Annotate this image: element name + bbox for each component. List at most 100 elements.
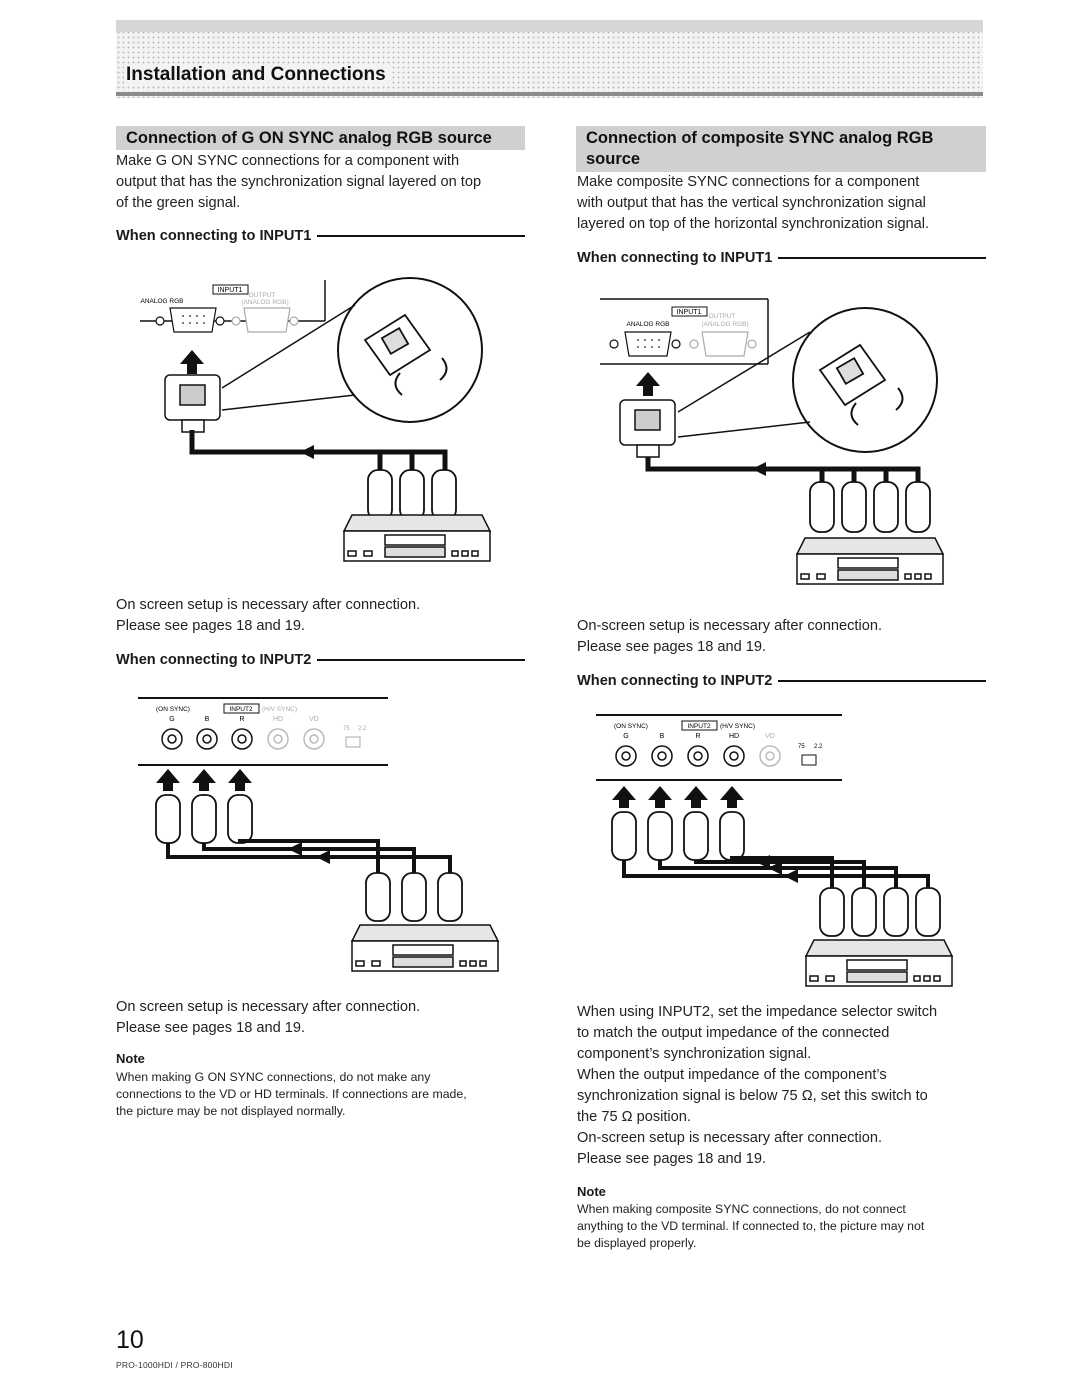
b-label: B: [205, 716, 210, 723]
left-input1-after: On screen setup is necessary after conne…: [116, 595, 420, 637]
input2-tag-text: INPUT2: [687, 723, 711, 730]
left-arrow-icon: [752, 462, 766, 476]
up-arrow-icon: [636, 372, 660, 396]
right-input1-after-line: Please see pages 18 and 19.: [577, 639, 767, 655]
left-input1-after-line: Please see pages 18 and 19.: [116, 618, 306, 634]
right-intro-line: with output that has the vertical synchr…: [577, 195, 926, 211]
right-input2-after-line: to match the output impedance of the con…: [577, 1025, 890, 1041]
left-note: When making G ON SYNC connections, do no…: [116, 1069, 467, 1120]
vd-label: VD: [765, 733, 775, 740]
right-input2-after-line: Please see pages 18 and 19.: [577, 1151, 767, 1167]
hv-sync-label: (H/V SYNC): [262, 706, 297, 713]
left-intro-line: of the green signal.: [116, 195, 241, 211]
vga-plug-icon: [619, 399, 676, 458]
impedance-switch: [345, 736, 361, 748]
left-arrow-icon: [300, 445, 314, 459]
left-input1-diagram: INPUT1 OUTPUT ANALOG RGB (ANALOG RGB): [140, 277, 492, 562]
left-note-line: When making G ON SYNC connections, do no…: [116, 1070, 431, 1084]
right-input2-diagram: (ON SYNC) INPUT2 (H/V SYNC) G B R HD VD …: [596, 714, 954, 987]
ohm75-label: 75: [343, 726, 350, 732]
input2-tag-text: INPUT2: [229, 706, 253, 713]
right-input1-after: On-screen setup is necessary after conne…: [577, 616, 882, 658]
source-device-icon: [804, 939, 954, 987]
source-device-icon: [342, 514, 492, 562]
right-intro-line: layered on top of the horizontal synchro…: [577, 216, 930, 232]
ohm22-label: 2.2: [358, 726, 367, 732]
right-note-line: When making composite SYNC connections, …: [577, 1202, 906, 1216]
subhead-rule: [317, 659, 525, 661]
right-note-title: Note: [577, 1184, 606, 1199]
right-input2-after-line: When using INPUT2, set the impedance sel…: [577, 1004, 938, 1020]
left-note-line: the picture may be not displayed normall…: [116, 1104, 346, 1118]
ohm22-label: 2.2: [814, 744, 823, 750]
subhead-rule: [778, 680, 986, 682]
left-input2-diagram: (ON SYNC) INPUT2 (H/V SYNC) G B R HD VD …: [138, 697, 500, 972]
right-input2-after-line: On-screen setup is necessary after conne…: [577, 1130, 883, 1146]
subhead-rule: [778, 257, 986, 259]
left-intro: Make G ON SYNC connections for a compone…: [116, 151, 481, 214]
left-input2-subhead: When connecting to INPUT2: [116, 652, 525, 668]
left-note-title: Note: [116, 1051, 145, 1066]
output-label: OUTPUT: [709, 313, 736, 320]
model-footer: PRO-1000HDI / PRO-800HDI: [116, 1360, 233, 1370]
r-label: R: [239, 716, 244, 723]
hv-sync-label: (H/V SYNC): [720, 723, 755, 730]
analog-rgb-label: ANALOG RGB: [627, 321, 670, 328]
right-input1-subhead: When connecting to INPUT1: [577, 250, 986, 266]
right-note-line: anything to the VD terminal. If connecte…: [577, 1219, 925, 1233]
right-input1-after-line: On-screen setup is necessary after conne…: [577, 618, 883, 634]
left-input2-after-line: On screen setup is necessary after conne…: [116, 999, 421, 1015]
right-input2-after-line: When the output impedance of the compone…: [577, 1067, 887, 1083]
right-intro-line: Make composite SYNC connections for a co…: [577, 174, 920, 190]
left-input2-after: On screen setup is necessary after conne…: [116, 997, 420, 1039]
right-input2-after-line: the 75 Ω position.: [577, 1109, 691, 1125]
page-number: 10: [116, 1326, 144, 1354]
rca-plugs-icon: [155, 794, 253, 844]
vd-label: VD: [309, 716, 319, 723]
rca-plugs-icon: [819, 887, 941, 937]
right-input2-subhead: When connecting to INPUT2: [577, 673, 986, 689]
hd-label: HD: [273, 716, 283, 723]
right-input2-after-line: synchronization signal is below 75 Ω, se…: [577, 1088, 928, 1104]
right-input2-after: When using INPUT2, set the impedance sel…: [577, 1002, 937, 1170]
up-arrow-icon: [180, 350, 204, 374]
source-device-icon: [795, 537, 945, 585]
right-note: When making composite SYNC connections, …: [577, 1201, 924, 1252]
input1-tag-text: INPUT1: [677, 309, 702, 316]
left-section-heading: Connection of G ON SYNC analog RGB sourc…: [116, 126, 525, 150]
on-sync-label: (ON SYNC): [156, 706, 190, 713]
r-label: R: [695, 733, 700, 740]
left-input2-label: When connecting to INPUT2: [116, 652, 312, 668]
analog-rgb-out-label: (ANALOG RGB): [701, 321, 748, 328]
g-label: G: [623, 733, 628, 740]
impedance-switch: [801, 754, 817, 766]
input1-tag-text: INPUT1: [218, 287, 243, 294]
analog-rgb-out-label: (ANALOG RGB): [241, 299, 288, 306]
source-device-icon: [350, 924, 500, 972]
right-intro: Make composite SYNC connections for a co…: [577, 172, 929, 235]
left-input2-after-line: Please see pages 18 and 19.: [116, 1020, 306, 1036]
rca-plugs-icon: [611, 811, 745, 861]
right-input1-label: When connecting to INPUT1: [577, 250, 773, 266]
hd-label: HD: [729, 733, 739, 740]
rca-plugs-icon: [809, 481, 931, 533]
on-sync-label: (ON SYNC): [614, 723, 648, 730]
input1-tag: [212, 284, 249, 295]
right-input1-diagram: INPUT1 OUTPUT ANALOG RGB (ANALOG RGB): [600, 298, 945, 585]
left-input1-after-line: On screen setup is necessary after conne…: [116, 597, 421, 613]
right-note-line: be displayed properly.: [577, 1236, 697, 1250]
header-top-bar: [116, 20, 983, 32]
vga-plug-icon: [164, 374, 221, 433]
right-section-heading: Connection of composite SYNC analog RGB …: [576, 126, 986, 172]
ohm75-label: 75: [798, 744, 805, 750]
right-heading-line: Connection of composite SYNC analog RGB: [586, 129, 934, 147]
header-rule: [116, 92, 983, 96]
left-input1-label: When connecting to INPUT1: [116, 228, 312, 244]
left-input1-subhead: When connecting to INPUT1: [116, 228, 525, 244]
page-title: Installation and Connections: [124, 64, 390, 86]
rca-plugs-icon: [367, 469, 457, 521]
right-input2-after-line: component’s synchronization signal.: [577, 1046, 812, 1062]
left-note-line: connections to the VD or HD terminals. I…: [116, 1087, 467, 1101]
rca-plugs-icon: [365, 872, 463, 922]
right-input2-label: When connecting to INPUT2: [577, 673, 773, 689]
